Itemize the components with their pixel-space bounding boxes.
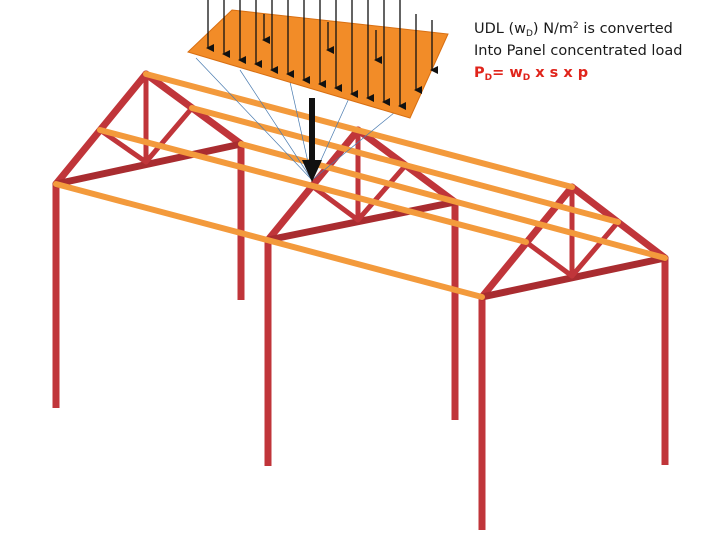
udl-arrows <box>206 0 438 110</box>
purlin-eave-front <box>53 181 485 300</box>
load-formula: PD= wD x s x p <box>474 65 589 83</box>
tributary-lines <box>195 57 401 181</box>
truss-right <box>478 183 669 301</box>
purlin-ridge <box>143 71 575 190</box>
caption-line-1: UDL (wD) N/m2 is converted <box>474 21 673 39</box>
caption: UDL (wD) N/m2 is converted Into Panel co… <box>474 18 720 84</box>
load-panel <box>187 9 449 119</box>
purlins <box>53 71 668 300</box>
concentrated-load-arrow <box>302 98 322 182</box>
purlin-back-mid <box>189 105 621 225</box>
caption-line-2: Into Panel concentrated load <box>474 43 683 59</box>
purlin-front-mid <box>97 127 529 245</box>
